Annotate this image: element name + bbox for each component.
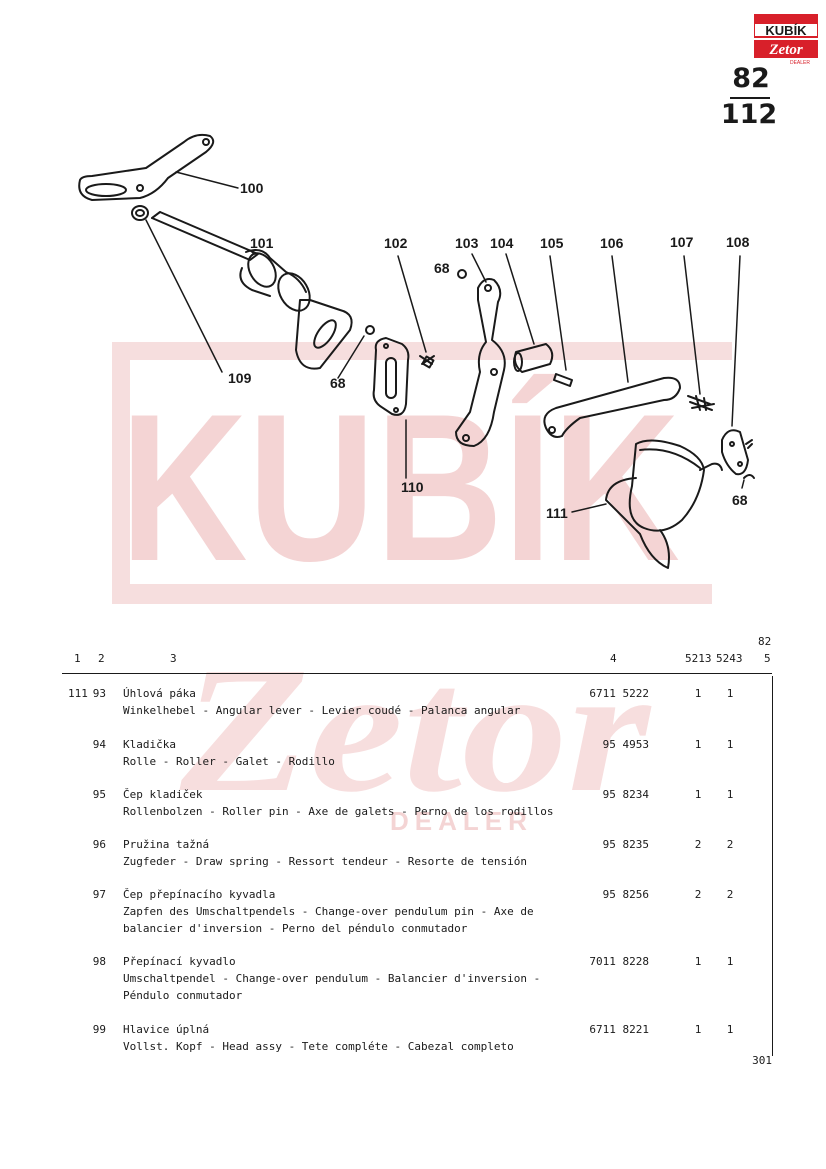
callout-104: 104	[490, 235, 514, 251]
exploded-parts-diagram: 100 101 109 68 102 110 103 68 104 105 10…	[78, 133, 755, 569]
col-head-82: 82	[758, 635, 772, 648]
part-translations: Umschaltpendel - Change-over pendulum - …	[123, 972, 541, 1002]
model-number: 82	[732, 63, 770, 94]
position-number: 94	[92, 738, 106, 751]
part-description: Kladička Rolle - Roller - Galet - Rodill…	[123, 736, 593, 770]
position-number: 97	[92, 888, 106, 901]
logo-bottom-text: Zetor	[768, 42, 802, 58]
qty-5213: 1	[694, 738, 702, 751]
position-number: 99	[92, 1023, 106, 1036]
part-description: Úhlová páka Winkelhebel - Angular lever …	[123, 685, 593, 719]
part-description: Hlavice úplná Vollst. Kopf - Head assy -…	[123, 1021, 593, 1055]
table-header-rule	[62, 673, 772, 674]
part-translations: Vollst. Kopf - Head assy - Tete compléte…	[123, 1040, 514, 1053]
col-head-4: 4	[610, 652, 617, 665]
plate-part-110	[372, 337, 410, 416]
part-translations: Zapfen des Umschaltpendels - Change-over…	[123, 905, 534, 935]
link-part-103	[455, 278, 506, 447]
part-name: Kladička	[123, 738, 176, 751]
part-translations: Zugfeder - Draw spring - Ressort tendeur…	[123, 855, 527, 868]
part-translations: Rollenbolzen - Roller pin - Axe de galet…	[123, 805, 554, 818]
col-head-5243: 5243	[716, 652, 743, 665]
figure-number: 111	[68, 687, 88, 700]
qty-5243: 1	[726, 788, 734, 801]
page-footer-number: 301	[752, 1054, 772, 1067]
part-number: 95 8256	[602, 888, 649, 901]
part-name: Přepínací kyvadlo	[123, 955, 236, 968]
col-head-3: 3	[170, 652, 177, 665]
shroud-part-111	[605, 439, 723, 569]
callout-102: 102	[384, 235, 408, 251]
part-number: 7011 8228	[589, 955, 649, 968]
callout-68-b: 68	[434, 260, 450, 276]
roller-part-104	[513, 343, 554, 373]
col-head-1: 1	[74, 652, 81, 665]
qty-5243: 1	[726, 738, 734, 751]
callout-108: 108	[726, 234, 750, 250]
qty-5213: 2	[694, 888, 702, 901]
qty-5243: 2	[726, 838, 734, 851]
part-name: Čep kladiček	[123, 788, 203, 801]
spring-part-107	[687, 395, 715, 411]
position-number: 93	[92, 687, 106, 700]
part-description: Čep kladiček Rollenbolzen - Roller pin -…	[123, 786, 593, 820]
callout-110: 110	[401, 479, 424, 495]
position-number: 96	[92, 838, 106, 851]
bolt-part-102	[419, 355, 435, 369]
col-head-2: 2	[98, 652, 105, 665]
qty-5213: 2	[694, 838, 702, 851]
qty-5243: 1	[726, 1023, 734, 1036]
qty-5243: 1	[726, 955, 734, 968]
part-number: 6711 8221	[589, 1023, 649, 1036]
part-description: Přepínací kyvadlo Umschaltpendel - Chang…	[123, 953, 593, 1004]
qty-5243: 2	[726, 888, 734, 901]
leader-lines	[145, 171, 745, 513]
part-name: Hlavice úplná	[123, 1023, 210, 1036]
clip-part-68	[365, 269, 755, 479]
qty-5213: 1	[694, 955, 702, 968]
part-name: Pružina tažná	[123, 838, 210, 851]
callout-68-c: 68	[732, 492, 748, 508]
logo-sub-text: DEALER	[790, 60, 810, 66]
shaft-part-101	[151, 211, 353, 370]
arm-part-106	[543, 376, 681, 438]
part-translations: Rolle - Roller - Galet - Rodillo	[123, 755, 335, 768]
col-head-5213: 5213	[685, 652, 712, 665]
logo-top-text: KUBÍK	[765, 23, 807, 38]
qty-5213: 1	[694, 1023, 702, 1036]
callout-111: 111	[546, 505, 568, 521]
qty-5213: 1	[694, 687, 702, 700]
callout-68-a: 68	[330, 375, 346, 391]
qty-5213: 1	[694, 788, 702, 801]
part-description: Pružina tažná Zugfeder - Draw spring - R…	[123, 836, 593, 870]
callout-100: 100	[240, 180, 264, 196]
part-number: 6711 5222	[589, 687, 649, 700]
part-number: 95 4953	[602, 738, 649, 751]
part-name: Čep přepínacího kyvadla	[123, 888, 276, 901]
bracket-part-108	[721, 429, 749, 476]
callout-106: 106	[600, 235, 624, 251]
section-number: 112	[720, 99, 778, 130]
washer-part-109	[131, 205, 149, 221]
page-number-rule	[730, 97, 770, 99]
qty-5243: 1	[726, 687, 734, 700]
position-number: 95	[92, 788, 106, 801]
callout-107: 107	[670, 234, 694, 250]
callout-103: 103	[455, 235, 479, 251]
callout-105: 105	[540, 235, 564, 251]
callout-109: 109	[228, 370, 252, 386]
part-description: Čep přepínacího kyvadla Zapfen des Umsch…	[123, 886, 593, 937]
part-translations: Winkelhebel - Angular lever - Levier cou…	[123, 704, 521, 717]
part-number: 95 8234	[602, 788, 649, 801]
lever-part-100	[78, 133, 215, 201]
position-number: 98	[92, 955, 106, 968]
table-side-rule	[772, 676, 773, 1056]
pin-part-105	[553, 373, 573, 387]
part-name: Úhlová páka	[123, 687, 196, 700]
callout-101: 101	[250, 235, 274, 251]
part-number: 95 8235	[602, 838, 649, 851]
col-head-5: 5	[764, 652, 771, 665]
kubik-zetor-logo: KUBÍK Zetor DEALER	[754, 14, 818, 66]
